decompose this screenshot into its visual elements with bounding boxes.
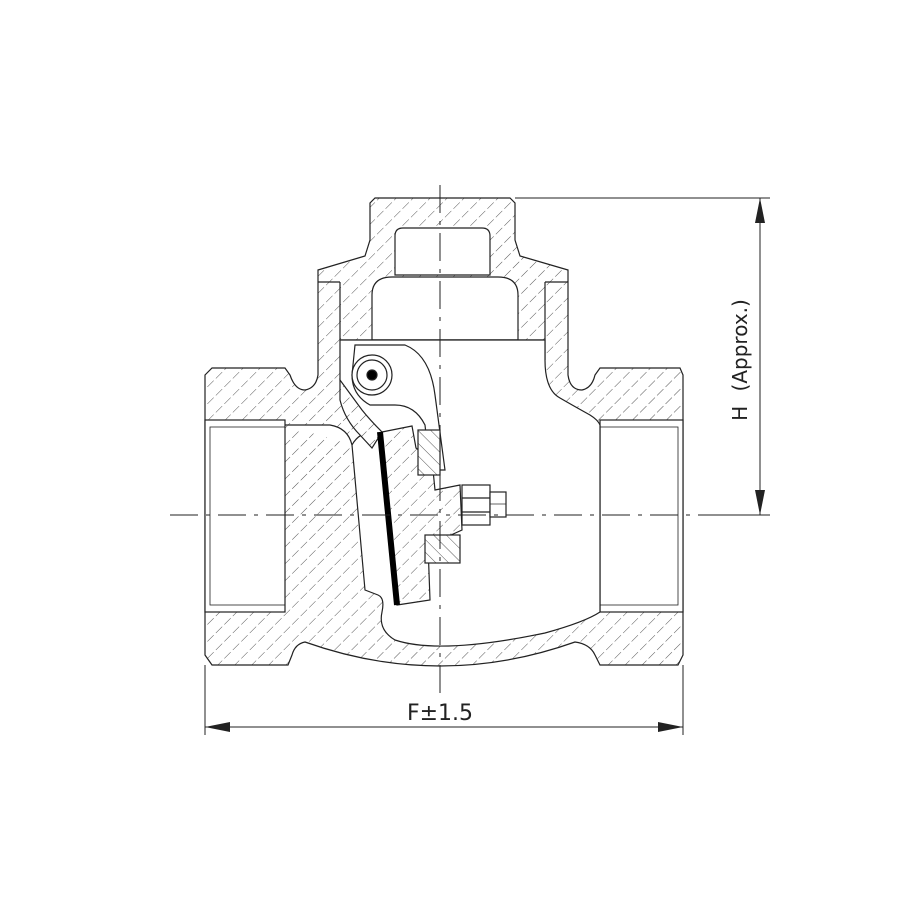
height-label: H (728, 406, 752, 421)
seat-ring (339, 378, 383, 449)
arrow-left (205, 722, 230, 732)
face-to-face-label: F±1.5 (407, 701, 473, 726)
svg-text:H (Approx.): H (Approx.) (728, 299, 752, 421)
bonnet-cavity (371, 276, 519, 341)
disc (377, 431, 400, 606)
arrow-down (755, 490, 765, 515)
outlet-bore (599, 419, 684, 613)
cap-cavity (394, 227, 491, 276)
inlet-bore (204, 419, 286, 613)
stud (489, 491, 507, 518)
nut (461, 484, 491, 526)
arrow-up (755, 198, 765, 223)
height-note: (Approx.) (728, 299, 752, 391)
arrow-right (658, 722, 683, 732)
